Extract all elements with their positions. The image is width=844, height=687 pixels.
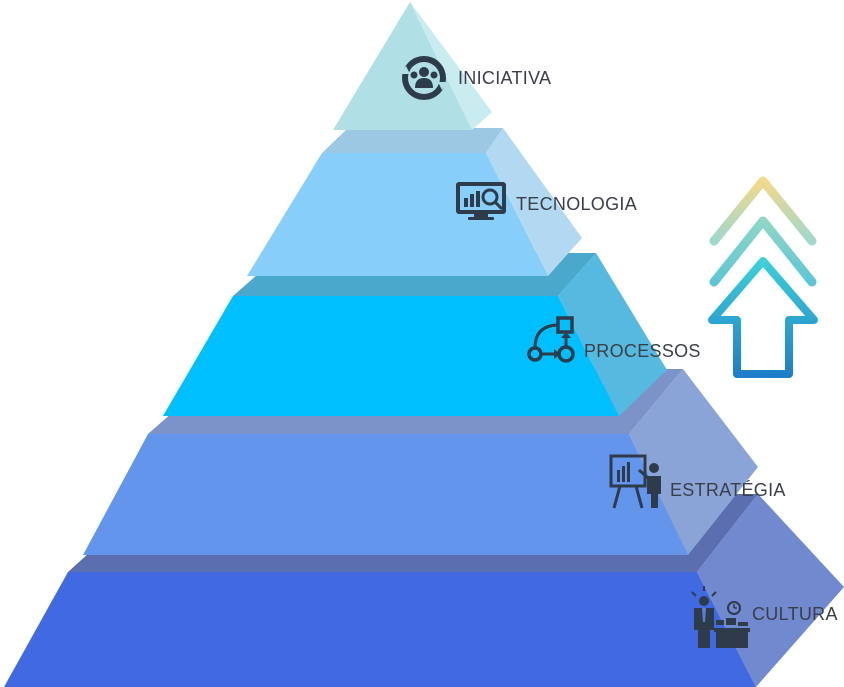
cultura-front-face [4, 572, 756, 687]
people-cycle-icon [400, 56, 448, 100]
level-iniciativa [333, 2, 492, 130]
chevron-top-icon [709, 176, 817, 246]
label-processos: PROCESSOS [584, 341, 701, 361]
label-tecnologia: TECNOLOGIA [516, 194, 637, 214]
tecnologia-side-face [486, 128, 582, 276]
label-cultura: CULTURA [752, 604, 838, 624]
estrategia-front-face [83, 434, 688, 555]
monitor-analytics-icon [456, 182, 506, 220]
tecnologia-top-face [322, 128, 503, 153]
processos-front-face [163, 296, 619, 416]
iniciativa-side-face [410, 2, 492, 130]
arrow-outline-icon [708, 257, 818, 378]
process-flow-icon [527, 316, 575, 363]
chevron-middle-icon [709, 216, 817, 287]
processos-side-face [558, 253, 667, 416]
label-estrategia: ESTRATÉGIA [670, 480, 786, 500]
label-iniciativa: INICIATIVA [458, 68, 551, 88]
office-worker-icon [691, 586, 750, 648]
level-processos [163, 253, 667, 416]
iniciativa-front-face [333, 2, 472, 130]
up-arrow-icon [708, 176, 818, 378]
presentation-icon [609, 454, 661, 509]
estrategia-side-face [629, 369, 758, 555]
